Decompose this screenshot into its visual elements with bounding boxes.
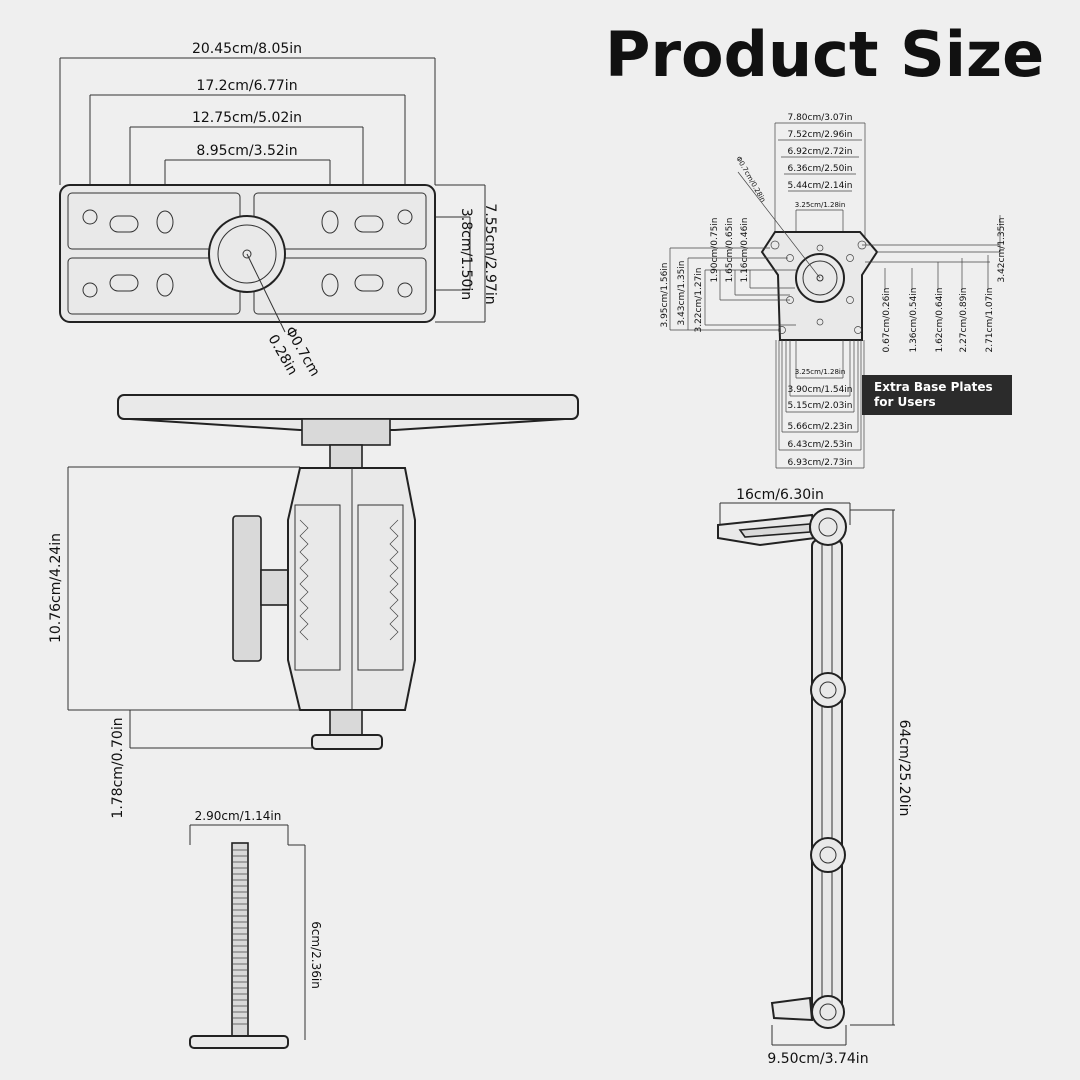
dim-bolt-length: 6cm/2.36in (309, 921, 323, 989)
page-title: Product Size (605, 18, 1044, 91)
dim-mount-base-offset: 1.78cm/0.70in (110, 717, 126, 818)
dim-base-height-total: 7.55cm/2.97in (482, 203, 498, 304)
base-plate-drawing: 20.45cm/8.05in 17.2cm/6.77in 12.75cm/5.0… (59, 41, 498, 379)
dim-small-top-1: 7.52cm/2.96in (787, 130, 852, 140)
dim-arm-height: 64cm/25.20in (896, 720, 912, 817)
dim-bolt-head-width: 2.90cm/1.14in (195, 809, 282, 823)
dim-small-top-0: 7.80cm/3.07in (787, 113, 852, 123)
dim-small-bottom-2: 5.15cm/2.03in (787, 401, 852, 411)
dim-small-bottom-0: 3.25cm/1.28in (795, 368, 846, 376)
bolt-drawing: 2.90cm/1.14in 6cm/2.36in (189, 809, 323, 1049)
dim-base-width-slots: 12.75cm/5.02in (192, 110, 302, 126)
dim-small-left-4: 1.65cm/0.65in (725, 217, 735, 282)
dim-small-bottom-5: 6.93cm/2.73in (787, 458, 852, 468)
arm-drawing: 16cm/6.30in 64cm/25.20in 9.50cm/3.74in (717, 487, 912, 1067)
dim-small-right-0: 0.67cm/0.26in (882, 287, 892, 352)
small-plate-drawing: 7.80cm/3.07in 7.52cm/2.96in 6.92cm/2.72i… (660, 113, 1007, 469)
dim-base-width-holes-outer: 17.2cm/6.77in (196, 78, 297, 94)
dim-small-top-2: 6.92cm/2.72in (787, 147, 852, 157)
dim-small-left-3: 1.90cm/0.75in (710, 217, 720, 282)
dim-small-left-2: 3.22cm/1.27in (694, 267, 704, 332)
dim-base-width-total: 20.45cm/8.05in (192, 41, 302, 57)
badge-line-2: for Users (874, 395, 936, 409)
dim-small-top-5: 3.25cm/1.28in (795, 201, 846, 209)
dim-small-bottom-3: 5.66cm/2.23in (787, 422, 852, 432)
dim-small-bottom-1: 3.90cm/1.54in (787, 385, 852, 395)
dim-small-hole: Φ0.7cm/0.28in (734, 155, 767, 204)
dim-mount-height: 10.76cm/4.24in (48, 533, 64, 643)
dim-small-left-5: 1.16cm/0.46in (740, 217, 750, 282)
extra-base-plates-badge: Extra Base Plates for Users (862, 375, 1012, 415)
mount-side-drawing: 10.76cm/4.24in 1.78cm/0.70in (48, 394, 579, 819)
dim-small-top-4: 5.44cm/2.14in (787, 181, 852, 191)
dim-small-bottom-4: 6.43cm/2.53in (787, 440, 852, 450)
dim-small-top-3: 6.36cm/2.50in (787, 164, 852, 174)
dim-small-right-2: 1.62cm/0.64in (935, 287, 945, 352)
dim-arm-top-width: 16cm/6.30in (736, 487, 824, 503)
dim-arm-bottom-width: 9.50cm/3.74in (767, 1051, 868, 1067)
dim-small-left-0: 3.95cm/1.56in (660, 262, 670, 327)
dim-small-right-top: 3.42cm/1.35in (997, 217, 1007, 282)
dim-small-right-3: 2.27cm/0.89in (959, 287, 969, 352)
dim-small-left-1: 3.43cm/1.35in (677, 260, 687, 325)
dim-base-width-holes-inner: 8.95cm/3.52in (196, 143, 297, 159)
dim-small-right-4: 2.71cm/1.07in (985, 287, 995, 352)
dim-base-height-holes: 3.8cm/1.50in (458, 208, 474, 300)
dim-small-right-1: 1.36cm/0.54in (909, 287, 919, 352)
badge-line-1: Extra Base Plates (874, 380, 993, 394)
